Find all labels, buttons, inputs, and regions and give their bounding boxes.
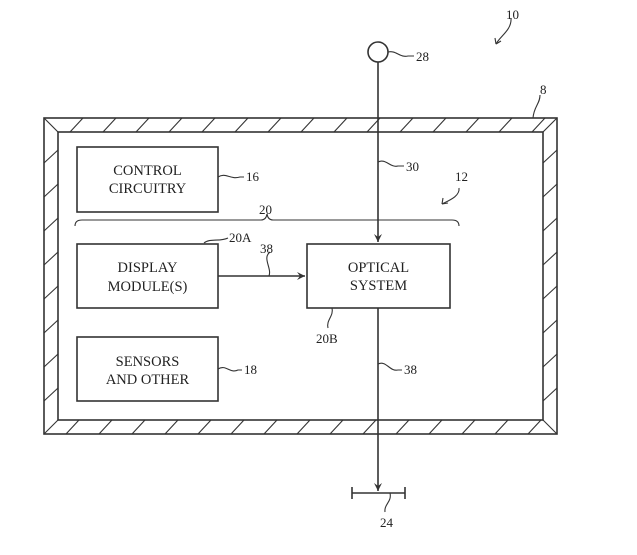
hatch-line <box>494 419 509 435</box>
hatch-line <box>69 117 84 133</box>
display-module-block: DISPLAY MODULE(S) <box>76 243 219 309</box>
eye-box <box>351 487 406 499</box>
sensors-line1: SENSORS <box>116 354 180 370</box>
ref-label-38-top: 38 <box>260 241 273 256</box>
ref-label-8: 8 <box>540 82 547 97</box>
hatch-line <box>230 419 245 435</box>
hatch-line <box>43 285 59 300</box>
ref-10-arrowhead <box>494 37 502 45</box>
ref-label-20B: 20B <box>316 331 338 346</box>
hatch-line <box>465 117 480 133</box>
ref-label-30: 30 <box>406 159 419 174</box>
hatch-line <box>542 319 558 334</box>
housing <box>43 117 558 435</box>
hatch-line <box>542 387 558 402</box>
hatch-line <box>131 419 146 435</box>
housing-inner-wall <box>57 131 544 421</box>
hatch-line <box>263 419 278 435</box>
ref-12-arrowhead <box>441 197 449 205</box>
optical-system-block: OPTICAL SYSTEM <box>306 243 451 309</box>
hatch-line <box>300 117 315 133</box>
hatch-line <box>527 419 542 435</box>
hatch-line <box>43 251 59 266</box>
hatch-line <box>542 217 558 232</box>
hatch-line <box>296 419 311 435</box>
housing-outer-wall <box>43 117 558 435</box>
hatch-line <box>102 117 117 133</box>
ref-label-20: 20 <box>259 202 272 217</box>
ref-label-20A: 20A <box>229 230 252 245</box>
ref-label-16: 16 <box>246 169 260 184</box>
hatch-line <box>234 117 249 133</box>
hatch-line <box>333 117 348 133</box>
control-line2: CIRCUITRY <box>109 181 187 197</box>
housing-hatching <box>43 117 558 435</box>
ref-label-38-bottom: 38 <box>404 362 417 377</box>
hatch-line <box>168 117 183 133</box>
hatch-line <box>43 387 59 402</box>
control-circuitry-block: CONTROL CIRCUITRY <box>76 146 219 213</box>
corner-line <box>43 117 59 133</box>
corner-line <box>542 117 558 133</box>
hatch-line <box>542 353 558 368</box>
hatch-line <box>461 419 476 435</box>
hatch-line <box>43 217 59 232</box>
sensors-block: SENSORS AND OTHER <box>76 336 219 402</box>
hatch-line <box>43 319 59 334</box>
hatch-line <box>329 419 344 435</box>
ref-label-10: 10 <box>506 7 519 22</box>
optical-line2: SYSTEM <box>350 278 407 294</box>
hatch-line <box>542 183 558 198</box>
control-line1: CONTROL <box>113 163 181 179</box>
leader-lines <box>203 17 541 513</box>
display-line2: MODULE(S) <box>108 279 188 295</box>
ref-label-12: 12 <box>455 169 468 184</box>
hatch-line <box>542 285 558 300</box>
corner-line <box>542 419 558 435</box>
hatch-line <box>98 419 113 435</box>
sensors-line2: AND OTHER <box>106 372 190 388</box>
hatch-line <box>542 251 558 266</box>
hatch-line <box>43 183 59 198</box>
hatch-line <box>399 117 414 133</box>
hatch-line <box>395 419 410 435</box>
hatch-line <box>65 419 80 435</box>
ref-label-24: 24 <box>380 515 394 530</box>
hatch-line <box>531 117 546 133</box>
optical-line1: OPTICAL <box>348 260 409 276</box>
hatch-line <box>201 117 216 133</box>
hatch-line <box>498 117 513 133</box>
hatch-line <box>362 419 377 435</box>
corner-line <box>43 419 59 435</box>
hatch-line <box>164 419 179 435</box>
display-line1: DISPLAY <box>118 260 178 276</box>
hatch-line <box>43 353 59 368</box>
hatch-line <box>135 117 150 133</box>
hatch-line <box>43 149 59 164</box>
hatch-line <box>432 117 447 133</box>
hatch-line <box>542 149 558 164</box>
hatch-line <box>267 117 282 133</box>
ref-label-18: 18 <box>244 362 257 377</box>
object-circle <box>367 41 389 63</box>
ref-label-28: 28 <box>416 49 429 64</box>
hatch-line <box>428 419 443 435</box>
display-group-brace <box>74 213 460 227</box>
hatch-line <box>197 419 212 435</box>
